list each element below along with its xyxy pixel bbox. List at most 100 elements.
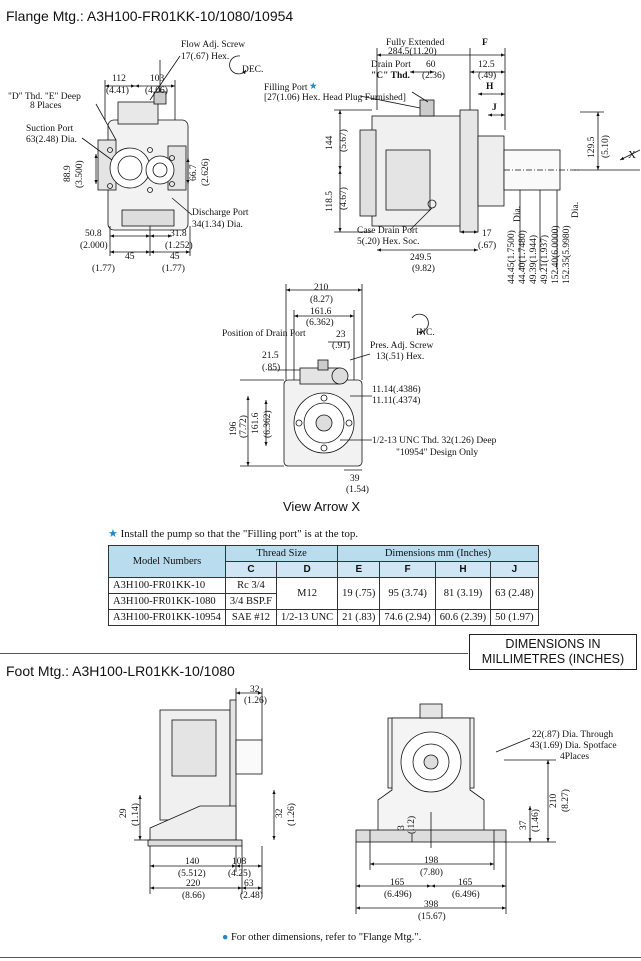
- shaft-dia-b: Dia.: [571, 202, 581, 218]
- dim-63: 63: [244, 879, 254, 889]
- dim-129-5-in: (5.10): [600, 135, 611, 158]
- spotface-label: 43(1.69) Dia. Spotface: [530, 740, 617, 751]
- table-row: A3H100-FR01KK-10954 SAE #12 1/2-13 UNC 2…: [108, 609, 539, 626]
- dim-66-7-in: (2.626): [200, 158, 211, 186]
- dim-29-in: (1.14): [130, 803, 141, 826]
- dim-165-a-in: (6.496): [384, 889, 412, 900]
- dim-21-5-in: (.85): [262, 362, 280, 373]
- dim-12-5-in: (.49): [478, 70, 496, 81]
- dim-17: 17: [482, 229, 492, 239]
- dim-144-in: (5.67): [338, 129, 349, 152]
- discharge-dia-label: 34(1.34) Dia.: [192, 219, 243, 230]
- dim-112: 112: [112, 74, 126, 84]
- places-label: 4Places: [560, 752, 589, 762]
- dim-32-in: (1.26): [244, 695, 267, 706]
- model-cell: A3H100-FR01KK-10: [108, 577, 226, 594]
- dim-140: 140: [185, 857, 200, 867]
- d-thread-label: "D" Thd. "E" Deep: [8, 92, 81, 102]
- c-cell: 3/4 BSP.F: [224, 593, 277, 610]
- dim-210-v-in: (8.27): [560, 789, 571, 812]
- view-x-label: X: [628, 149, 636, 161]
- dim-12-5: 12.5: [478, 60, 495, 70]
- col-j: J: [490, 561, 539, 578]
- front-view: [81, 55, 247, 256]
- dimensions-units-box: DIMENSIONS IN MILLIMETRES (INCHES): [469, 634, 637, 670]
- dim-161-6-in: (6.362): [306, 317, 334, 328]
- dim-118-5: 118.5: [325, 191, 335, 212]
- flow-adj-label: Flow Adj. Screw: [181, 40, 245, 50]
- case-drain-label: Case Drain Port: [357, 226, 418, 236]
- shaft-dim-1: 44.45(1.7500): [506, 230, 517, 284]
- dim-249-5: 249.5: [410, 253, 432, 263]
- dim-144: 144: [325, 136, 335, 151]
- dim-37-in: (1.46): [530, 809, 541, 832]
- dim-45-b-in: (1.77): [162, 263, 185, 274]
- rear-view-labels: 210 (8.27) 161.6 (6.362) Position of Dra…: [222, 283, 497, 495]
- foot-rear-labels: 22(.87) Dia. Through 43(1.69) Dia. Spotf…: [384, 729, 617, 922]
- dim-198: 198: [424, 856, 439, 866]
- e-cell: 19 (.75): [337, 577, 381, 610]
- dim-66-7: 66.7: [189, 164, 199, 181]
- dim-j: J: [492, 103, 497, 113]
- dim-108: 108: [232, 857, 247, 867]
- dim-88-9: 88.9: [63, 165, 73, 182]
- discharge-port-label: Discharge Port: [192, 208, 249, 218]
- dim-165-b-in: (6.496): [452, 889, 480, 900]
- shaft-dia-a: Dia.: [513, 206, 523, 222]
- dim-21-5: 21.5: [262, 351, 279, 361]
- dim-23: 23: [336, 330, 346, 340]
- f-cell: 95 (3.74): [379, 577, 436, 610]
- dim-32: 32: [250, 685, 260, 695]
- dim-220: 220: [186, 879, 201, 889]
- dim-88-9-in: (3.500): [74, 160, 85, 188]
- d-places-label: 8 Places: [30, 101, 62, 111]
- j-cell: 50 (1.97): [490, 609, 539, 626]
- col-f: F: [379, 561, 436, 578]
- spec-table: Model Numbers Thread Size Dimensions mm …: [108, 545, 539, 626]
- key-dim-2: 11.11(.4374): [372, 395, 420, 406]
- dim-165-b: 165: [458, 878, 473, 888]
- side-view: [334, 48, 641, 270]
- shaft-dim-5: 152.40(6.0000): [550, 225, 561, 284]
- dim-398: 398: [424, 900, 439, 910]
- dim-129-5: 129.5: [587, 136, 597, 158]
- model-cell: A3H100-FR01KK-10954: [108, 609, 226, 626]
- filling-port-label: Filling Port: [264, 83, 308, 93]
- dim-31-8: 31.8: [170, 229, 187, 239]
- col-d: D: [275, 561, 339, 578]
- c-cell: SAE #12: [224, 609, 277, 626]
- e-cell: 21 (.83): [337, 609, 381, 626]
- table-row: A3H100-FR01KK-10 Rc 3/4 M12 19 (.75) 95 …: [108, 577, 539, 610]
- footer-note-text: For other dimensions, refer to "Flange M…: [230, 932, 422, 943]
- dim-196-in: (7.72): [238, 415, 249, 438]
- section-divider: [0, 653, 468, 654]
- dim-210-v: 210: [549, 794, 559, 809]
- key-dim-1: 11.14(.4386): [372, 384, 421, 395]
- dim-210-in: (8.27): [310, 294, 333, 305]
- dim-249-5-in: (9.82): [412, 263, 435, 274]
- dim-63-in: (2.48): [240, 890, 263, 901]
- dim-29: 29: [119, 808, 129, 818]
- col-c: C: [224, 561, 277, 578]
- install-note-text: Install the pump so that the "Filling po…: [120, 528, 359, 540]
- bullet-icon: ●: [222, 932, 229, 943]
- shaft-dim-4: 49.21(1.937): [539, 235, 550, 284]
- footer-note: ● For other dimensions, refer to "Flange…: [222, 932, 421, 943]
- unc-thread-label: 1/2-13 UNC Thd. 32(1.26) Deep: [372, 435, 497, 446]
- j-cell: 63 (2.48): [490, 577, 539, 610]
- install-note: ★ Install the pump so that the "Filling …: [108, 527, 358, 540]
- d-cell: M12: [275, 577, 339, 610]
- dim-3-in: (.12): [406, 816, 417, 834]
- dim-108-in: (4.25): [228, 868, 251, 879]
- dim-103: 103: [150, 74, 165, 84]
- pres-adj-label: Pres. Adj. Screw: [370, 341, 433, 351]
- bottom-divider: [0, 957, 641, 958]
- suction-dia-label: 63(2.48) Dia.: [26, 134, 77, 145]
- dims-box-line-1: DIMENSIONS IN: [505, 637, 601, 651]
- dim-220-in: (8.66): [182, 890, 205, 901]
- pres-hex-label: 13(.51) Hex.: [376, 351, 424, 362]
- model-cell: A3H100-FR01KK-1080: [108, 593, 226, 610]
- dim-h: H: [486, 82, 494, 92]
- through-hole-label: 22(.87) Dia. Through: [532, 729, 613, 740]
